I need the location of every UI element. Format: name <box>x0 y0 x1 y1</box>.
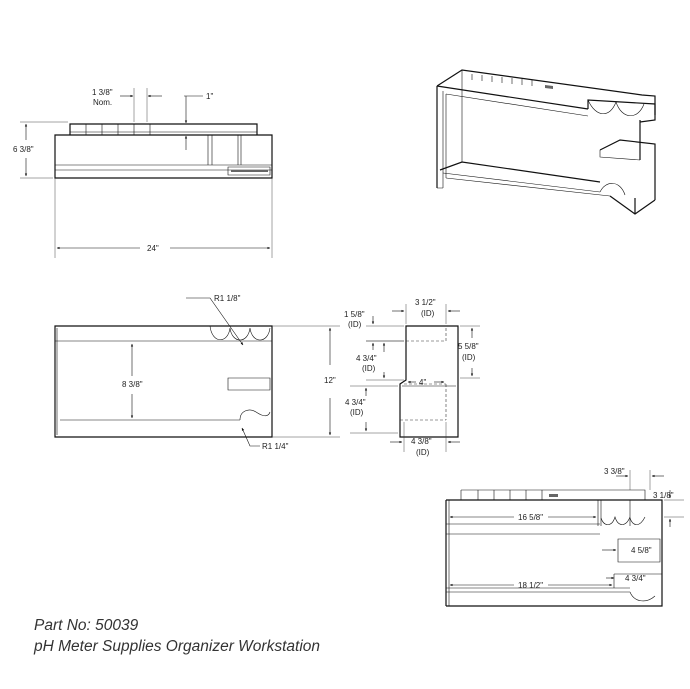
side-view: 12" 1 5/8" (ID) 3 1/2" (ID) 5 5/8" (ID) … <box>272 298 480 457</box>
low-height-note: (ID) <box>350 408 364 417</box>
detail-view: 3 3/8" 3 1/8" 16 5/8" 4 5/8" 18 1/2" 4 3… <box>445 467 684 607</box>
shelf-gap-label: 8 3/8" <box>122 380 143 389</box>
base-width-note: (ID) <box>416 448 430 457</box>
front-view: R1 1/8" 8 3/8" R1 1/4" <box>54 294 289 451</box>
part-number: Part No: 50039 <box>34 617 139 634</box>
step-label: 4" <box>419 378 426 387</box>
pitch-label: 1 3/8" <box>92 88 113 97</box>
top-width-note: (ID) <box>421 309 435 318</box>
pitch-note: Nom. <box>93 98 112 107</box>
top-view: 1 3/8" Nom. 1" 6 3/8" 24" <box>13 88 273 258</box>
radius-top-label: R1 1/8" <box>214 294 241 303</box>
low-height-label: 4 3/4" <box>345 398 366 407</box>
mid-height-label: 4 3/4" <box>356 354 377 363</box>
detail-d6-label: 4 3/4" <box>625 574 646 583</box>
detail-d1-label: 3 3/8" <box>604 467 625 476</box>
isometric-view <box>436 69 656 215</box>
base-width-label: 4 3/8" <box>411 437 432 446</box>
upper-id-note: (ID) <box>348 320 362 329</box>
detail-d3-label: 16 5/8" <box>518 513 543 522</box>
detail-d4-label: 4 5/8" <box>631 546 652 555</box>
right-height-note: (ID) <box>462 353 476 362</box>
right-height-label: 5 5/8" <box>458 342 479 351</box>
mid-height-note: (ID) <box>362 364 376 373</box>
detail-d2-label: 3 1/8" <box>653 491 674 500</box>
radius-bottom-label: R1 1/4" <box>262 442 289 451</box>
width-label: 24" <box>147 244 159 253</box>
detail-d5-label: 18 1/2" <box>518 581 543 590</box>
product-title: pH Meter Supplies Organizer Workstation <box>34 638 321 655</box>
upper-id-label: 1 5/8" <box>344 310 365 319</box>
depth-label: 6 3/8" <box>13 145 34 154</box>
top-width-label: 3 1/2" <box>415 298 436 307</box>
height-label: 12" <box>324 376 336 385</box>
wall-label: 1" <box>206 92 213 101</box>
